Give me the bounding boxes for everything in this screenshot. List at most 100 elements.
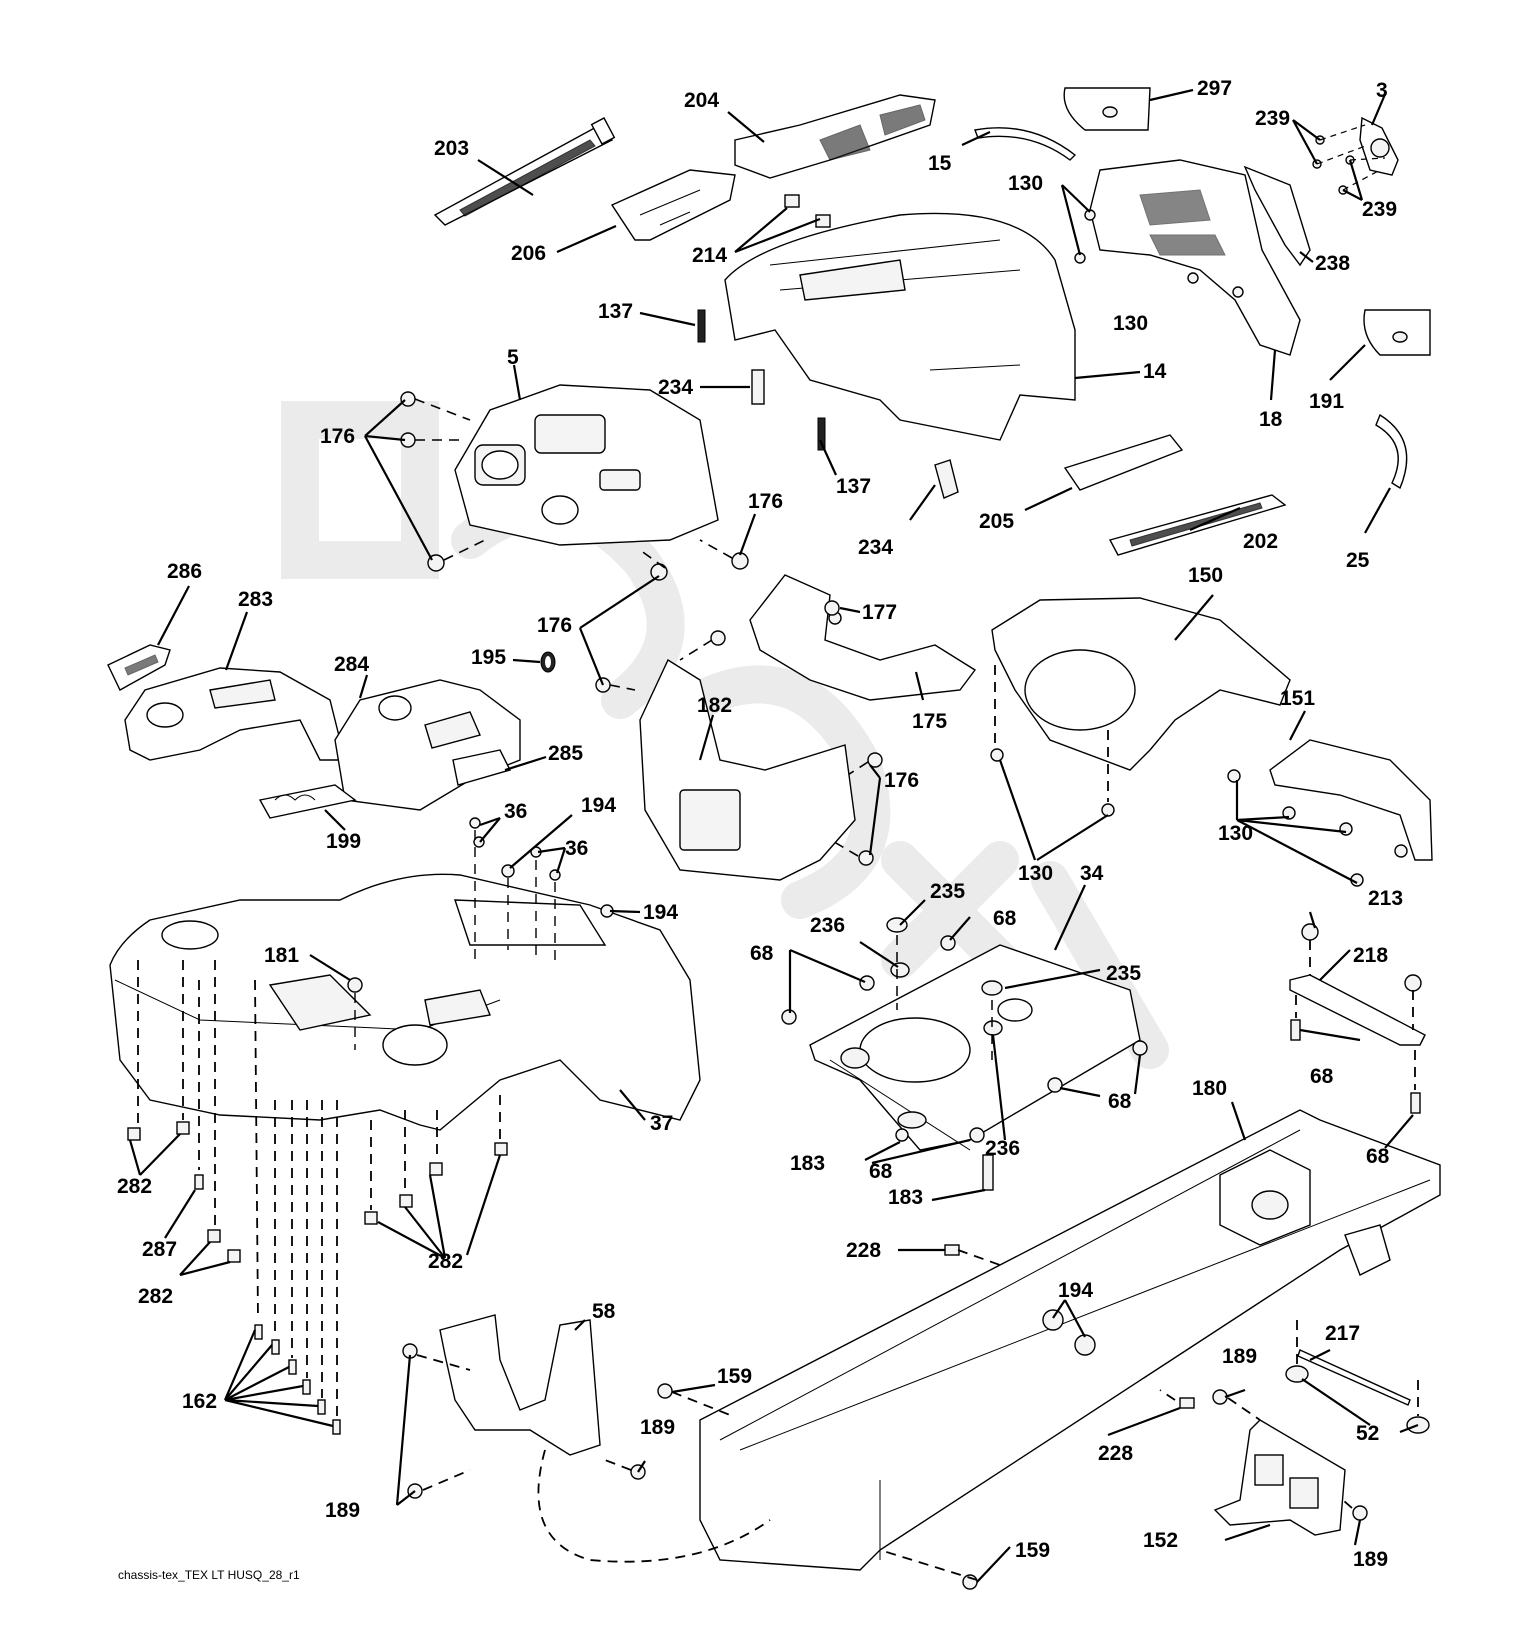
callout-labels: 203 204 206 214 15 297 3 239 239 130 130… [117, 77, 1403, 1571]
part-137-pins [697, 309, 826, 451]
callout-36-left: 36 [504, 800, 527, 823]
callout-68-bracket: 68 [1310, 1065, 1334, 1088]
callout-58: 58 [592, 1300, 616, 1323]
callout-217: 217 [1325, 1322, 1360, 1345]
part-151-bracket [1269, 739, 1433, 861]
callout-285: 285 [548, 742, 583, 765]
callout-159-top: 159 [717, 1365, 752, 1388]
part-176-fasteners [400, 391, 883, 866]
part-286-knob-cover [107, 644, 171, 691]
part-58-bracket [439, 1314, 601, 1456]
part-180-frame [699, 1109, 1441, 1571]
callout-214: 214 [692, 244, 727, 267]
callout-5: 5 [507, 346, 519, 369]
part-218-bracket [1289, 923, 1426, 1114]
callout-234-bottom: 234 [858, 536, 893, 559]
part-217-rod [1285, 1320, 1430, 1434]
part-177-nut [824, 600, 840, 616]
part-203-grille [433, 117, 616, 226]
callout-194-frame: 194 [1058, 1279, 1093, 1302]
callout-238: 238 [1315, 252, 1350, 275]
callout-284: 284 [334, 653, 369, 676]
callout-162: 162 [182, 1390, 217, 1413]
part-283-fender-console [124, 667, 346, 761]
callout-176-lower-left: 176 [537, 614, 572, 637]
callout-151: 151 [1280, 687, 1315, 710]
callout-189-right: 189 [1222, 1345, 1257, 1368]
callout-202: 202 [1243, 530, 1278, 553]
part-204-hood-top [734, 94, 936, 179]
part-214-clips [784, 194, 831, 228]
callout-175: 175 [912, 710, 947, 733]
callout-176-dash-left: 176 [320, 425, 355, 448]
callout-182: 182 [697, 694, 732, 717]
callout-176-lower-right: 176 [884, 769, 919, 792]
callout-183-left: 183 [790, 1152, 825, 1175]
part-199-plate [258, 784, 357, 819]
callout-236-top: 236 [810, 914, 845, 937]
callout-282-center: 282 [428, 1250, 463, 1273]
callout-130-housing: 130 [1018, 862, 1053, 885]
callout-150: 150 [1188, 564, 1223, 587]
callout-181: 181 [264, 944, 299, 967]
callout-239-top: 239 [1255, 107, 1290, 130]
callout-137-top: 137 [598, 300, 633, 323]
callout-204: 204 [684, 89, 719, 112]
part-205-vent [1063, 434, 1184, 491]
part-152-shield [1213, 1419, 1346, 1536]
callout-228-bottom: 228 [1098, 1442, 1133, 1465]
callout-159-bottom: 159 [1015, 1539, 1050, 1562]
part-130-screws-top [1074, 209, 1244, 298]
part-182-dash-lower [639, 658, 856, 881]
callout-34: 34 [1080, 862, 1104, 885]
callout-37: 37 [650, 1112, 673, 1135]
callout-239-bottom: 239 [1362, 198, 1397, 221]
callout-297: 297 [1197, 77, 1232, 100]
callout-189-left: 189 [325, 1499, 360, 1522]
callout-282-lower-left: 282 [138, 1285, 173, 1308]
callout-68-plate-bottom: 68 [869, 1160, 893, 1183]
callout-199: 199 [326, 830, 361, 853]
part-195-bushing [540, 651, 556, 673]
part-5-dash-panel [454, 384, 719, 546]
part-297-cover [1063, 87, 1151, 131]
callout-180: 180 [1192, 1077, 1227, 1100]
part-37-fender [109, 873, 701, 1131]
callout-228-top: 228 [846, 1239, 881, 1262]
callout-218: 218 [1353, 944, 1388, 967]
leader-lines [128, 88, 1419, 1583]
callout-130-upper: 130 [1008, 172, 1043, 195]
callout-287: 287 [142, 1238, 177, 1261]
callout-235-right: 235 [1106, 962, 1141, 985]
callout-206: 206 [511, 242, 546, 265]
callout-191: 191 [1309, 390, 1344, 413]
part-282-287-162-clips [127, 960, 508, 1435]
part-159-189-228-194-hardware [402, 1244, 1368, 1590]
callout-52: 52 [1356, 1422, 1379, 1445]
part-68-bolts [781, 935, 1148, 1191]
callout-137-bottom: 137 [836, 475, 871, 498]
callout-3: 3 [1376, 79, 1388, 102]
part-14-hood [724, 212, 1076, 441]
part-3-emblem [1359, 116, 1399, 176]
callout-176-dash-right: 176 [748, 490, 783, 513]
callout-68-plate-right: 68 [1108, 1090, 1132, 1113]
part-175-bracket [749, 574, 977, 701]
callout-235-top: 235 [930, 880, 965, 903]
callout-213: 213 [1368, 887, 1403, 910]
part-206-bracket [610, 169, 736, 241]
callout-130-hood: 130 [1113, 312, 1148, 335]
callout-25: 25 [1346, 549, 1370, 572]
callout-189-center: 189 [640, 1416, 675, 1439]
callout-194-top: 194 [581, 794, 616, 817]
callout-177: 177 [862, 601, 897, 624]
part-238-grille-insert [1243, 165, 1311, 267]
callout-68-top: 68 [993, 907, 1017, 930]
callout-14: 14 [1143, 360, 1167, 383]
part-234-bumpers [751, 369, 959, 499]
callout-194-right: 194 [643, 901, 678, 924]
callout-283: 283 [238, 588, 273, 611]
part-15-trim-strip [974, 127, 1077, 161]
